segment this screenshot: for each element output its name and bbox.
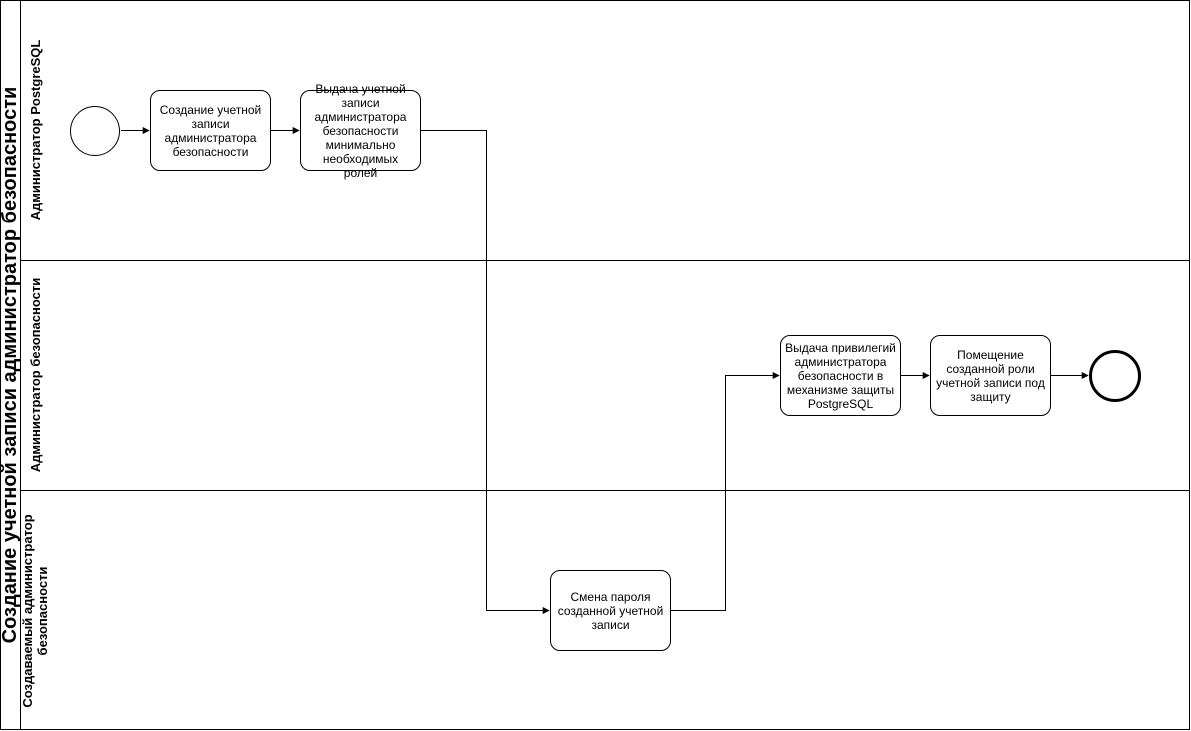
lane-title-security-admin: Администратор безопасности xyxy=(27,277,43,473)
flow-issue-roles-to-change-password xyxy=(421,130,550,614)
task-change-password: Смена пароля созданной учетной записи xyxy=(550,570,671,651)
lane-title-postgresql-admin: Администратор PostgreSQL xyxy=(27,39,43,221)
task-issue-minimal-roles: Выдача учетной записи администратора без… xyxy=(300,82,421,180)
start-event xyxy=(70,106,120,156)
pool-title: Создание учетной записи администратор бе… xyxy=(0,86,21,644)
task-create-account: Создание учетной записи администратора б… xyxy=(150,90,271,171)
task-protect-role: Помещение созданной роли учетной записи … xyxy=(930,335,1051,416)
lane-title-created-security-admin: Создаваемый администратор безопасности xyxy=(20,514,50,708)
flow-change-password-to-privileges xyxy=(671,372,780,611)
task-issue-privileges: Выдача привилегий администратора безопас… xyxy=(780,335,901,416)
end-event xyxy=(1089,350,1141,402)
